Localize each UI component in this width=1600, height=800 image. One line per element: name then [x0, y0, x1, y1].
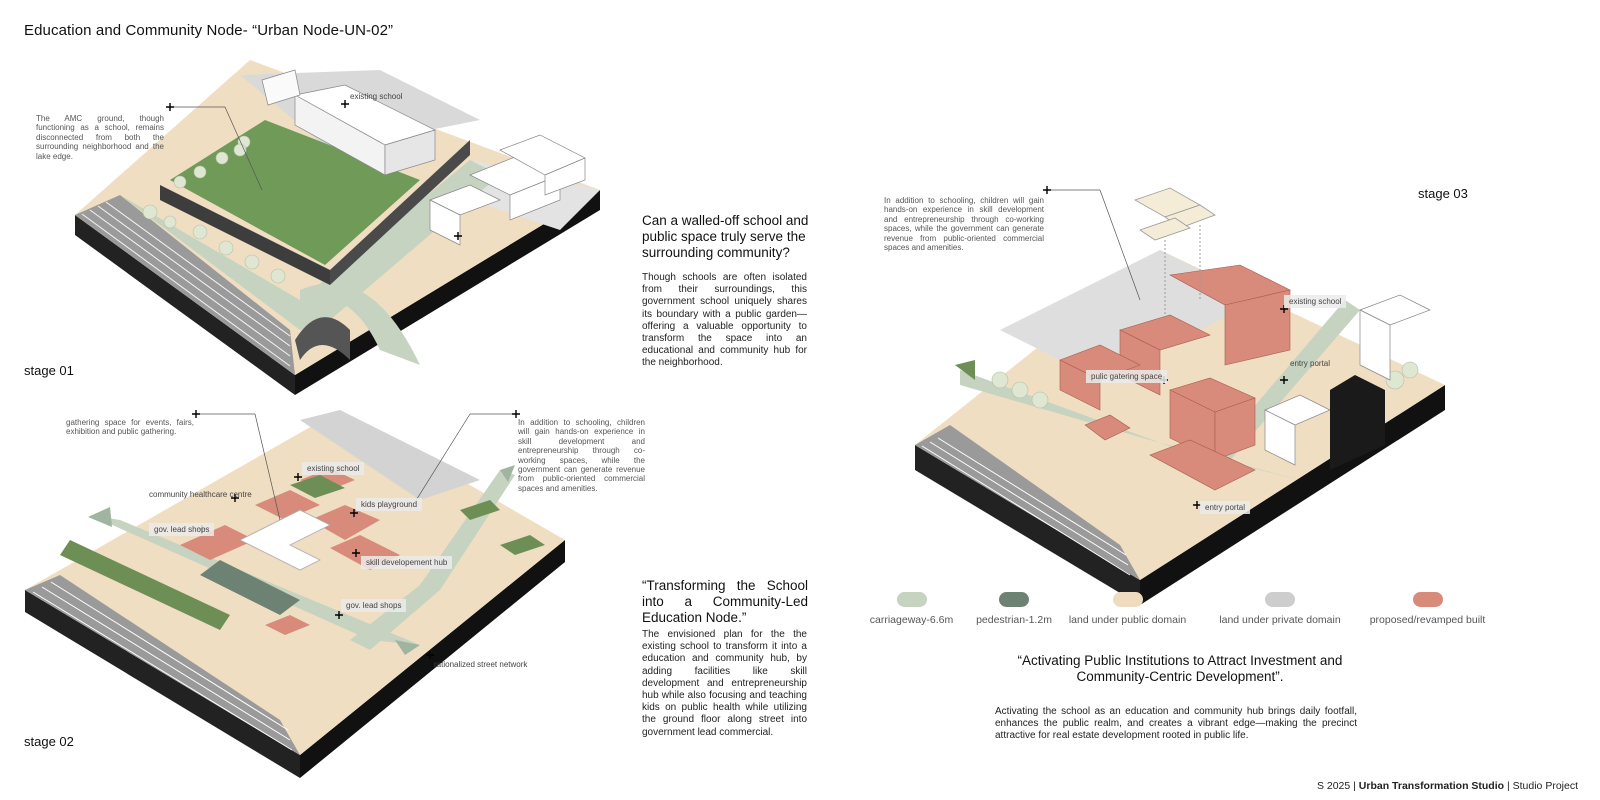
kids-playground-label: kids playground: [356, 498, 423, 511]
stage-02-label: stage 02: [24, 734, 74, 749]
legend-item-carriageway: carriageway-6.6m: [864, 592, 959, 626]
gov-lead-shops-label-2: gov. lead shops: [341, 599, 407, 612]
section1-body: Though schools are often isolated from t…: [642, 272, 807, 369]
section2-body: The envisioned plan for the the existing…: [642, 629, 807, 738]
entry-portal-label-2: entry portal: [1200, 501, 1251, 514]
legend-swatch: [1412, 592, 1443, 607]
legend-swatch: [1265, 592, 1295, 607]
section3-quote: “Activating Public Institutions to Attra…: [1017, 653, 1343, 684]
callout-markers: [166, 100, 1288, 659]
footer-suffix: | Studio Project: [1506, 780, 1578, 792]
street-network-label: rationalized street network: [434, 660, 528, 669]
stage01-model: [75, 60, 600, 395]
gov-lead-shops-label-1: gov. lead shops: [149, 523, 215, 536]
footer-prefix: S 2025 |: [1316, 780, 1356, 792]
skill-hub-label: skill developement hub: [361, 556, 453, 569]
legend-item-public-domain: land under public domain: [1060, 592, 1195, 626]
legend-label: pedestrian-1.2m: [976, 614, 1052, 626]
legend-swatch: [1112, 592, 1143, 607]
footer-studio: Urban Transformation Studio: [1358, 780, 1505, 792]
section3-body: Activating the school as an education an…: [995, 706, 1357, 742]
legend-swatch: [999, 592, 1029, 607]
stage03-existing-school-label: existing school: [1284, 295, 1347, 308]
stage01-existing-school-label: existing school: [350, 92, 403, 101]
stage03-note: In addition to schooling, children will …: [884, 196, 1044, 253]
stage02-note-left: gathering space for events, fairs, exhib…: [66, 418, 194, 437]
entry-portal-label-1: entry portal: [1290, 359, 1331, 368]
section2-quote: “Transforming the School into a Communit…: [642, 578, 808, 625]
legend-item-pedestrian: pedestrian-1.2m: [968, 592, 1060, 626]
legend-label: proposed/revamped built: [1369, 614, 1486, 626]
stage-03-label: stage 03: [1418, 186, 1468, 201]
page-title: Education and Community Node- “Urban Nod…: [24, 22, 394, 39]
public-gathering-label: pulic gatering space: [1086, 370, 1168, 383]
stage02-model: [25, 410, 565, 778]
callout-lines: [170, 106, 1141, 521]
legend-item-private-domain: land under private domain: [1210, 592, 1350, 626]
canopy-grid: [1134, 187, 1216, 241]
community-healthcare-label: community healthcare centre: [149, 490, 252, 499]
legend-label: land under private domain: [1219, 614, 1341, 626]
stage-01-label: stage 01: [24, 363, 74, 378]
footer-credit: S 2025 | Urban Transformation Studio | S…: [1317, 780, 1578, 792]
stage02-existing-school-label: existing school: [302, 462, 365, 475]
legend: carriageway-6.6m pedestrian-1.2m land un…: [850, 592, 1510, 632]
stage01-note: The AMC ground, though functioning as a …: [36, 114, 164, 161]
stage03-model: [915, 187, 1445, 605]
legend-label: land under public domain: [1068, 614, 1187, 626]
stage02-note-right: In addition to schooling, children will …: [518, 418, 645, 493]
legend-swatch: [896, 592, 927, 607]
section1-question: Can a walled-off school and public space…: [642, 213, 809, 260]
legend-item-proposed-built: proposed/revamped built: [1360, 592, 1495, 626]
legend-label: carriageway-6.6m: [869, 614, 954, 626]
